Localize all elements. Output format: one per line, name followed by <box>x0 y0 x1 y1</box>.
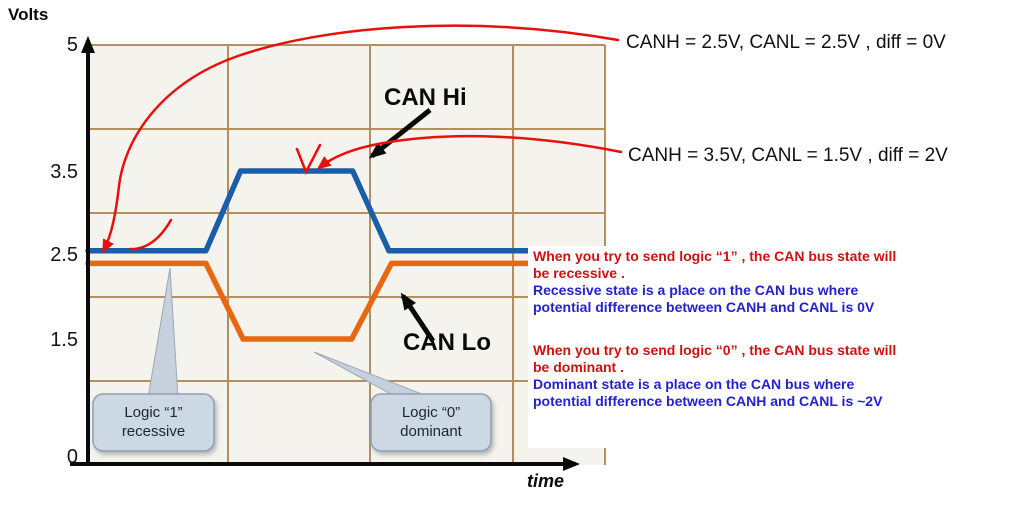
dominant-values-note: CANH = 3.5V, CANL = 1.5V , diff = 2V <box>628 145 948 166</box>
y-tick-1-5: 1.5 <box>50 329 78 351</box>
logic0-label-line2: dominant <box>400 423 462 440</box>
info-line: When you try to send logic “1” , the CAN… <box>533 248 897 264</box>
y-tick-3-5: 3.5 <box>50 161 78 183</box>
can-lo-label: CAN Lo <box>403 329 491 356</box>
logic0-callout: Logic “0” dominant <box>371 403 491 441</box>
can-hi-label: CAN Hi <box>384 84 467 111</box>
logic1-label-line1: Logic “1” <box>124 404 183 421</box>
info-line: potential difference between CANH and CA… <box>533 393 883 409</box>
y-tick-5: 5 <box>66 34 78 56</box>
x-axis-title: time <box>527 471 565 491</box>
y-axis-title: Volts <box>8 5 49 24</box>
can-lo-arrow <box>400 292 436 343</box>
axes <box>70 36 580 471</box>
callout-boxes <box>92 393 492 452</box>
red-check-mark <box>295 143 322 176</box>
y-tick-0: 0 <box>66 446 78 468</box>
red-arrow-recessive <box>102 24 620 254</box>
logic0-callout-box <box>370 393 492 452</box>
logic1-callout: Logic “1” recessive <box>93 403 214 441</box>
logic0-label-line1: Logic “0” <box>401 404 461 421</box>
info-line: When you try to send logic “0” , the CAN… <box>533 342 897 358</box>
red-arrow-dominant <box>316 134 623 170</box>
y-tick-2-5: 2.5 <box>50 244 78 266</box>
info-line: Recessive state is a place on the CAN bu… <box>533 282 859 298</box>
info-panel-background <box>528 246 1024 448</box>
recessive-values-note: CANH = 2.5V, CANL = 2.5V , diff = 0V <box>626 32 946 53</box>
info-line: potential difference between CANH and CA… <box>533 299 875 315</box>
info-line: be dominant . <box>533 359 624 375</box>
logic1-label-line2: recessive <box>121 423 186 440</box>
info-block-gap <box>533 316 1021 342</box>
pointer-arrows <box>368 108 436 343</box>
can-lo-line <box>85 260 608 342</box>
info-line: be recessive . <box>533 265 625 281</box>
info-text-block: When you try to send logic “1” , the CAN… <box>533 248 1021 410</box>
red-annotations <box>102 24 623 254</box>
can-hi-arrow <box>368 108 432 159</box>
info-line: Dominant state is a place on the CAN bus… <box>533 376 855 392</box>
can-hi-line <box>85 168 608 254</box>
red-stroke-extra <box>128 218 173 251</box>
logic1-callout-box <box>92 393 215 452</box>
